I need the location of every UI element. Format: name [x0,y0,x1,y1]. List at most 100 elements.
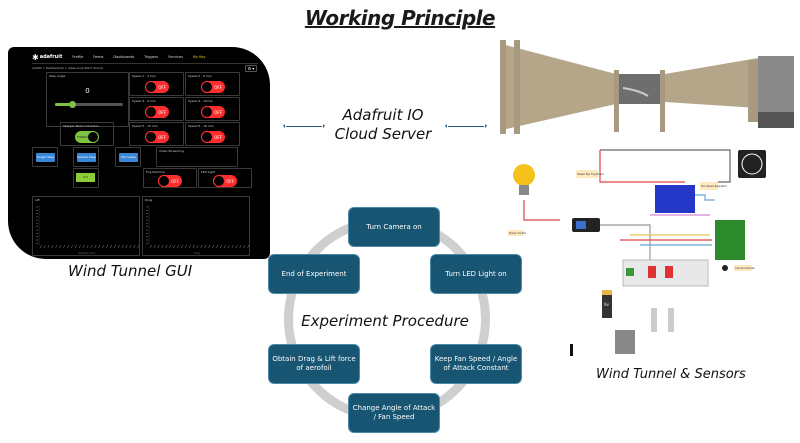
nav-profile[interactable]: Profile [72,55,84,59]
x-tick [74,244,77,249]
camera-module-label: Camera Module [735,266,755,270]
test-flange-2 [660,70,665,132]
speed-4-toggle[interactable]: OFF [201,106,225,118]
bulb-icon [513,164,535,186]
nav-divider [32,63,258,64]
toggle-state: OFF [158,134,166,140]
page-title: Working Principle [304,6,496,30]
toggle-knob [145,131,157,143]
x-tick [161,244,164,249]
drag-chart-title: Drag [145,198,153,202]
speed-6-label: Speed 6 - 18 m/s [188,124,214,128]
led-light-toggle[interactable]: OFF [213,175,237,187]
fan-housing [758,56,794,112]
video-streaming-label: Video Streaming [159,149,184,153]
x-tick [169,244,172,249]
speed-5-block: Speed 5 - 15 m/s OFF [129,122,184,146]
load-cell-1 [651,308,657,332]
stepper-direction-toggle[interactable]: FORWARD [75,131,99,143]
x-tick [231,244,234,249]
speed-6-block: Speed 6 - 18 m/s OFF [185,122,240,146]
toggle-knob [145,81,157,93]
star-icon: ✱ [32,52,39,62]
battery-label: 9v [604,302,610,307]
x-tick [78,244,81,249]
toggle-state: OFF [226,178,234,184]
nav-my-key[interactable]: My Key [192,55,206,59]
nav-triggers[interactable]: Triggers [144,55,159,59]
gui-caption: Wind Tunnel GUI [68,262,193,280]
step-obtain-forces: Obtain Drag & Lift force of aerofoil [268,344,360,384]
single-step-block: Single Step [32,147,58,167]
x-tick [165,244,168,249]
x-tick [109,244,112,249]
gui-nav-bar: ✱adafruit Profile Feeds Dashboards Trigg… [32,52,205,62]
speed-3-toggle[interactable]: OFF [145,106,169,118]
double-step-button[interactable]: Double Step [77,153,96,162]
single-step-button[interactable]: Single Step [36,153,55,162]
speed-2-toggle[interactable]: OFF [201,81,225,93]
aerofoil [622,87,649,97]
led-light-label: LED Light [201,170,216,174]
x-tick [149,244,152,249]
speed-6-toggle[interactable]: OFF [201,131,225,143]
x-tick [216,244,219,249]
bidirectional-arrow-right [445,124,487,128]
bidirectional-arrow-left [283,124,325,128]
inlet-flange-2 [514,40,520,134]
x-axis-label: Relative Time [79,251,96,255]
stepper-direction-block: Stepper Motor Direction FORWARD [60,122,114,146]
x-tick [125,244,128,249]
breadcrumb: u2000 > Dashboards > Open-loop Wind Tunn… [32,66,103,70]
fog-power-label: Steam Fan Fog Power [577,172,605,176]
x-tick [67,244,70,249]
wire-power [599,150,685,183]
toggle-state: OFF [214,134,222,140]
slider-thumb[interactable] [69,101,76,108]
x-tick [63,244,66,249]
toggle-state: OFF [171,178,179,184]
tunnel-inlet [502,44,616,130]
drag-chart: Drag Drag [142,196,250,256]
speed-4-block: Speed 4 - 12m/s OFF [185,97,240,121]
x-tick [82,244,85,249]
speed-1-toggle[interactable]: OFF [145,81,169,93]
nav-dashboards[interactable]: Dashboards [113,55,135,59]
lift-chart: Lift Relative Time [32,196,140,256]
fog-machine-label: Fog Machine [146,170,165,174]
fog-machine-block: Fog Machine OFF [143,168,197,188]
x-tick [192,244,195,249]
x-tick [70,244,73,249]
load-cell-2 [668,308,674,332]
x-tick [173,244,176,249]
x-tick [212,244,215,249]
x-tick [196,244,199,249]
step-change-angle: Change Angle of Attack / Fan Speed [348,393,440,433]
microstep-button[interactable]: Microstep [119,153,138,162]
motor-driver [626,268,634,276]
marker-bar [570,344,573,356]
nav-feeds[interactable]: Feeds [93,55,104,59]
step-end-experiment: End of Experiment [268,254,360,294]
nav-services[interactable]: Services [168,55,183,59]
wire-fan-loop [600,149,731,183]
toggle-state: OFF [158,109,166,115]
fog-machine-toggle[interactable]: OFF [158,175,182,187]
cloud-line-1: Adafruit IO [342,106,424,124]
x-tick [117,244,120,249]
step-keep-constant: Keep Fan Speed / Angle of Attack Constan… [430,344,522,384]
x-tick [86,244,89,249]
toggle-state: OFF [158,84,166,90]
step-angle-slider[interactable] [55,101,123,108]
cloud-server-label: Adafruit IO Cloud Server [328,106,438,144]
microstep-block: Microstep [115,147,141,167]
gear-menu-button[interactable]: ⚙ ▾ [245,65,257,72]
go-button[interactable]: GO [76,173,95,182]
x-tick [227,244,230,249]
x-tick [243,244,246,249]
x-axis-label: Drag [194,251,200,255]
test-flange-1 [614,70,619,132]
relay-board [655,185,695,213]
x-tick [188,244,191,249]
speed-5-toggle[interactable]: OFF [145,131,169,143]
